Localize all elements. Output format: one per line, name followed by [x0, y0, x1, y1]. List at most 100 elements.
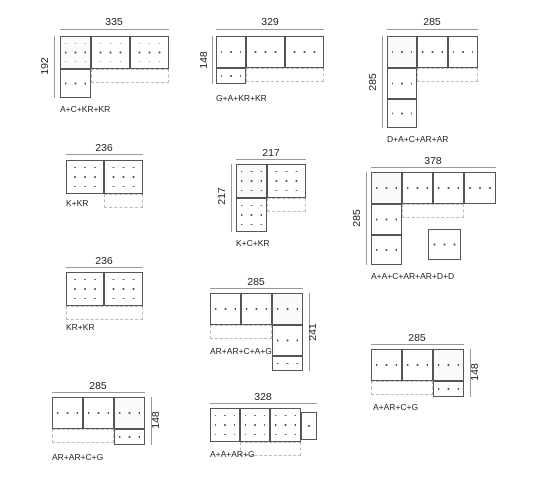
seat-module: [285, 36, 324, 68]
config-code: K+C+KR: [236, 238, 270, 248]
width-dimension-line: [371, 344, 464, 345]
config-code: AR+AR+C+G: [52, 452, 104, 462]
config-code: A+C+KR+KR: [60, 104, 111, 114]
seat-module: [402, 172, 433, 204]
width-label: 329: [261, 16, 279, 28]
width-dimension-line: [210, 403, 317, 404]
height-dimension-line: [231, 164, 232, 232]
ghost-seat-module: [91, 69, 169, 83]
seat-module: [52, 397, 83, 429]
height-dimension-line: [151, 397, 152, 445]
corner-module: [387, 36, 417, 68]
ghost-seat-module: [417, 68, 478, 82]
seat-module: [104, 160, 143, 194]
height-dimension-line: [366, 172, 367, 265]
seat-module: [104, 272, 143, 306]
height-dimension-line: [382, 36, 383, 128]
config-code: KR+KR: [66, 322, 95, 332]
corner-module: [60, 36, 91, 69]
config-code: G+A+KR+KR: [216, 93, 267, 103]
width-dimension-line: [52, 392, 145, 393]
seat-module: [270, 408, 301, 442]
width-label: 335: [105, 16, 123, 28]
seat-module: [91, 36, 130, 69]
seat-module: [236, 198, 267, 232]
ghost-seat-module: [240, 442, 301, 456]
config-code: A+AR+C+G: [373, 402, 419, 412]
height-dimension-line: [470, 349, 471, 397]
corner-module: [371, 172, 402, 204]
config-code: AR+AR+C+A+G: [210, 346, 272, 356]
width-label: 328: [254, 391, 272, 403]
footstool-module: [433, 381, 464, 397]
corner-module: [236, 164, 267, 198]
seat-module: [216, 36, 246, 68]
seat-module: [433, 172, 464, 204]
ghost-seat-module: [246, 68, 324, 82]
height-label: 192: [38, 57, 51, 75]
height-dimension-line: [212, 36, 213, 84]
ghost-seat-module: [66, 306, 143, 320]
seat-module: [241, 293, 272, 325]
height-dimension-line: [309, 293, 310, 371]
footstool-module: [114, 429, 145, 445]
width-label: 236: [95, 142, 113, 154]
height-label: 217: [215, 187, 228, 205]
width-label: 236: [95, 255, 113, 267]
corner-module: [433, 349, 464, 381]
seat-module: [417, 36, 448, 68]
seat-module: [83, 397, 114, 429]
ghost-seat-module: [52, 429, 114, 443]
height-label: 241: [306, 323, 319, 341]
config-code: K+KR: [66, 198, 89, 208]
seat-module: [210, 408, 240, 442]
width-dimension-line: [210, 288, 303, 289]
width-dimension-line: [66, 154, 143, 155]
width-dimension-line: [60, 29, 169, 30]
ghost-seat-module: [210, 325, 272, 339]
ghost-seat-module: [402, 204, 464, 218]
height-label: 148: [197, 51, 210, 69]
seat-module: [448, 36, 478, 68]
ottoman-module: [387, 99, 417, 128]
height-label: 148: [468, 363, 481, 381]
config-code: A+A+C+AR+AR+D+D: [371, 271, 455, 281]
width-label: 285: [423, 16, 441, 28]
seat-module: [371, 235, 402, 265]
seat-module: [272, 325, 303, 356]
seat-module: [66, 272, 104, 306]
width-dimension-line: [371, 167, 496, 168]
ghost-seat-module: [267, 198, 306, 212]
seat-module: [387, 68, 417, 99]
chaise-module: [60, 69, 91, 98]
width-dimension-line: [66, 267, 143, 268]
seat-module: [210, 293, 241, 325]
height-label: 148: [149, 411, 162, 429]
corner-module: [272, 293, 303, 325]
seat-module: [267, 164, 306, 198]
width-label: 217: [262, 147, 280, 159]
seat-module: [371, 349, 402, 381]
height-label: 285: [350, 209, 363, 227]
seat-module: [240, 408, 270, 442]
footstool-module: [216, 68, 246, 84]
width-label: 285: [247, 276, 265, 288]
ghost-seat-module: [371, 381, 433, 395]
ghost-seat-module: [104, 194, 143, 208]
footstool-module: [301, 412, 317, 440]
width-dimension-line: [387, 29, 478, 30]
height-label: 285: [366, 73, 379, 91]
width-label: 285: [408, 332, 426, 344]
height-dimension-line: [54, 36, 55, 98]
seat-module: [130, 36, 169, 69]
width-label: 285: [89, 380, 107, 392]
corner-module: [114, 397, 145, 429]
width-dimension-line: [216, 29, 324, 30]
ottoman-module: [428, 229, 461, 260]
seat-module: [371, 204, 402, 235]
width-dimension-line: [236, 159, 306, 160]
seat-module: [66, 160, 104, 194]
width-label: 378: [424, 155, 442, 167]
config-code: D+A+C+AR+AR: [387, 134, 449, 144]
seat-module: [402, 349, 433, 381]
